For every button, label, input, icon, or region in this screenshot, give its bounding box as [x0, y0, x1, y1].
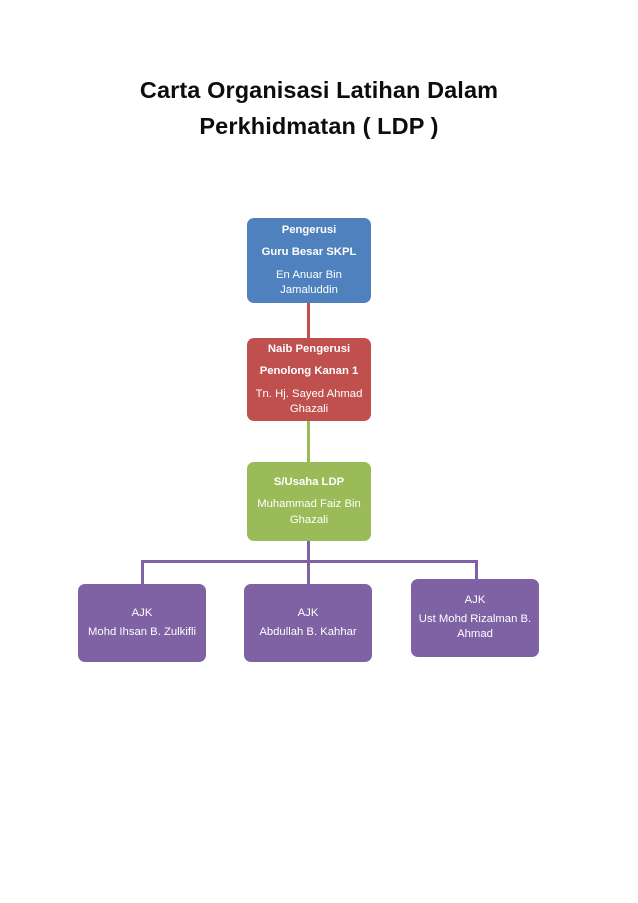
page-title-line-2: Perkhidmatan ( LDP ) [199, 113, 439, 139]
node-susaha-ldp-person: Muhammad Faiz Bin Ghazali [257, 498, 361, 526]
node-pengerusi-person: En Anuar Bin Jamaluddin [276, 268, 342, 297]
node-ajk-2[interactable]: AJK Abdullah B. Kahhar [244, 584, 372, 662]
node-naib-pengerusi-role-1: Naib Pengerusi [267, 342, 351, 355]
connector-pengerusi-to-naib-pengerusi [307, 303, 310, 338]
node-naib-pengerusi[interactable]: Naib Pengerusi Penolong Kanan 1 Tn. Hj. … [247, 338, 371, 421]
node-pengerusi-role-1: Pengerusi [281, 223, 337, 236]
node-ajk-3-person: Ust Mohd Rizalman B. Ahmad [418, 612, 532, 641]
connector-drop-ajk-3 [475, 560, 478, 580]
connector-naib-pengerusi-to-susaha [307, 421, 310, 462]
node-ajk-1-person: Mohd Ihsan B. Zulkifli [88, 625, 196, 638]
node-ajk-2-person: Abdullah B. Kahhar [259, 625, 357, 638]
node-ajk-3[interactable]: AJK Ust Mohd Rizalman B. Ahmad [411, 579, 539, 657]
page-title-line-1: Carta Organisasi Latihan Dalam [139, 77, 499, 103]
node-susaha-ldp[interactable]: S/Usaha LDP Muhammad Faiz Bin Ghazali [247, 462, 371, 541]
node-naib-pengerusi-person: Tn. Hj. Sayed Ahmad Ghazali [255, 387, 363, 416]
node-ajk-3-role: AJK [464, 594, 486, 607]
node-ajk-1[interactable]: AJK Mohd Ihsan B. Zulkifli [78, 584, 206, 662]
connector-drop-ajk-2 [307, 560, 310, 585]
node-pengerusi-role-2: Guru Besar SKPL [261, 246, 357, 258]
node-pengerusi[interactable]: Pengerusi Guru Besar SKPL En Anuar Bin J… [247, 218, 371, 303]
page-title: Carta Organisasi Latihan Dalam Perkhidma… [69, 72, 569, 144]
node-ajk-2-role: AJK [297, 607, 319, 619]
node-ajk-1-role: AJK [131, 607, 153, 619]
connector-drop-ajk-1 [141, 560, 144, 585]
connector-susaha-trunk [307, 541, 310, 562]
node-naib-pengerusi-role-2: Penolong Kanan 1 [259, 365, 359, 377]
node-susaha-ldp-role: S/Usaha LDP [273, 475, 345, 488]
